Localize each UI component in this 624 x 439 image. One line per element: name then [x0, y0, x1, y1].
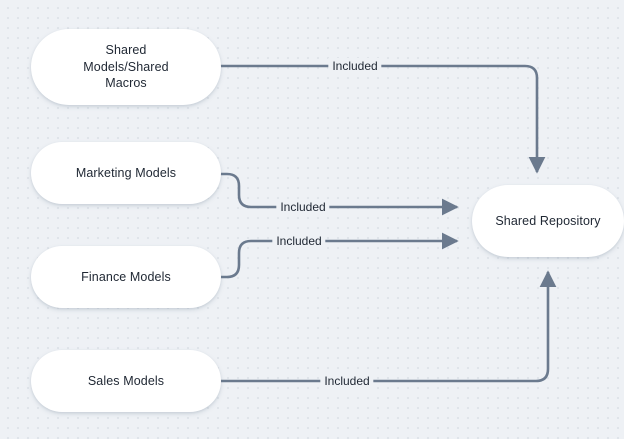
edge-marketing-models-to-repo[interactable] [203, 172, 459, 216]
edge-label-shared-models-to-repo[interactable]: Included [328, 58, 382, 74]
edge-sales-models-to-repo[interactable] [203, 270, 557, 383]
node-label: Sales Models [87, 373, 165, 388]
node-sales-models[interactable]: Sales Models [31, 350, 221, 412]
edge-finance-models-to-repo[interactable] [203, 232, 459, 279]
node-marketing-models[interactable]: Marketing Models [31, 142, 221, 204]
node-shared-models[interactable]: Shared Models/Shared Macros [31, 29, 221, 105]
node-label: Finance Models [81, 269, 171, 284]
node-finance-models[interactable]: Finance Models [31, 246, 221, 308]
edge-label-marketing-models-to-repo[interactable]: Included [276, 199, 330, 215]
edge-paths [203, 64, 557, 383]
edge-label-sales-models-to-repo[interactable]: Included [320, 373, 374, 389]
node-shared-repository[interactable]: Shared Repository [472, 185, 624, 257]
edge-shared-models-to-repo[interactable] [203, 64, 546, 174]
node-label: Marketing Models [75, 165, 177, 180]
node-label: Shared Repository [495, 213, 601, 228]
node-label: Shared Models/Shared Macros [83, 43, 169, 91]
edge-label-finance-models-to-repo[interactable]: Included [272, 233, 326, 249]
